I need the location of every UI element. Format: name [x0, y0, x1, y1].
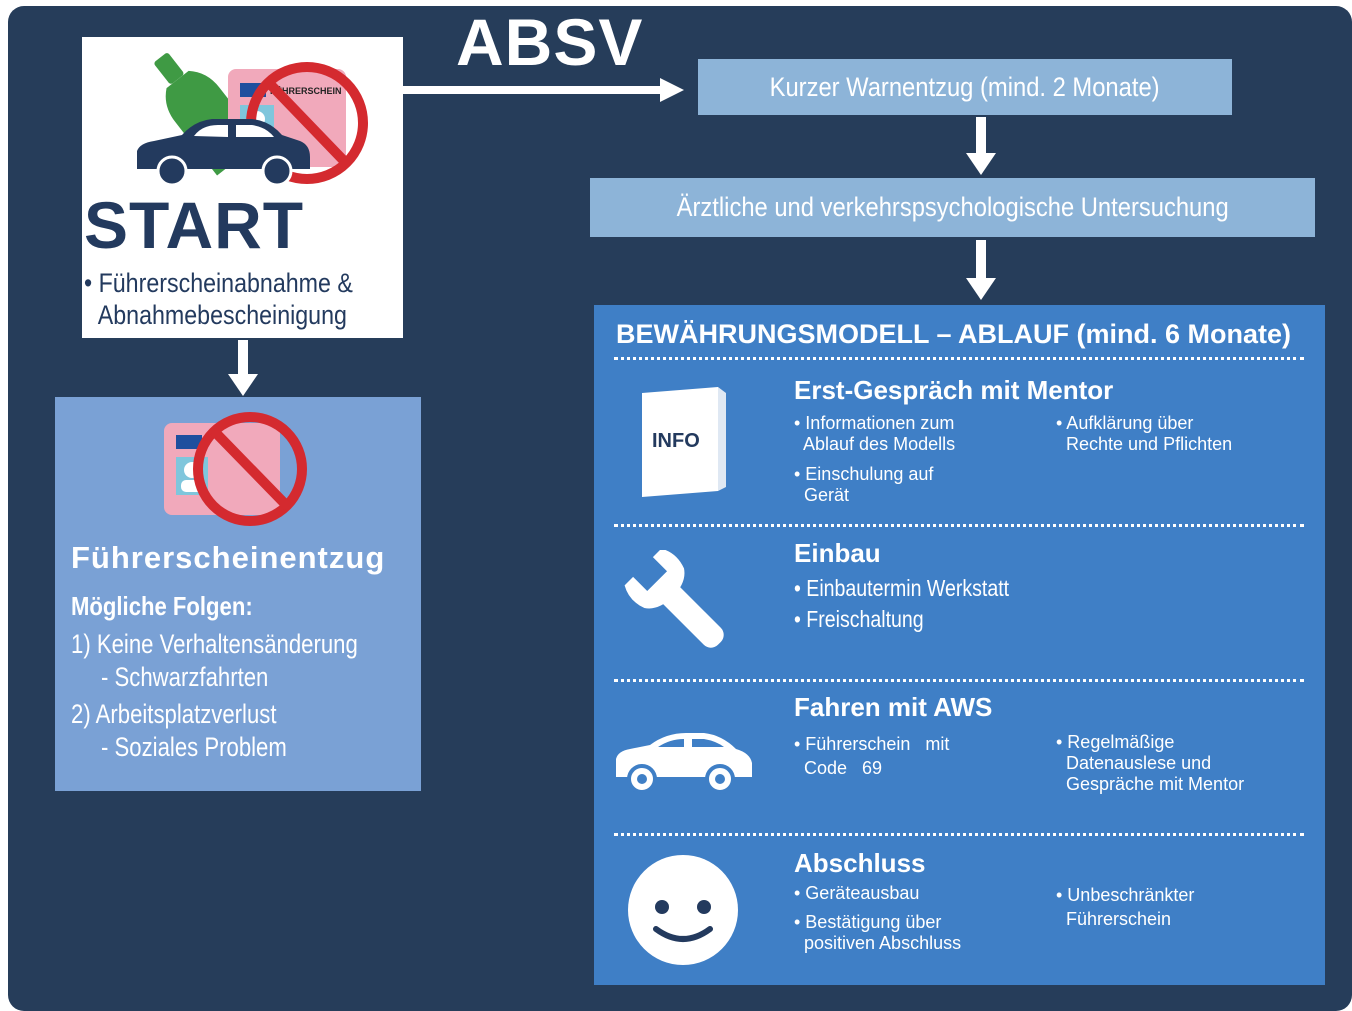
- entzug-box: Führerscheinentzug Mögliche Folgen: 1) K…: [55, 397, 421, 791]
- divider: [614, 679, 1304, 682]
- bullet-unbeschraenkter: • Unbeschränkter Führerschein: [1056, 885, 1195, 929]
- arrow-right: [402, 78, 684, 102]
- diagram-title: ABSV: [456, 5, 644, 79]
- arrow-down-entzug: [228, 340, 258, 396]
- bullet-bestaetigung: • Bestätigung über positiven Abschluss: [794, 912, 962, 953]
- bullet-freischaltung: • Freischaltung: [794, 606, 924, 632]
- entzug-line-3: 2) Arbeitsplatzverlust: [71, 699, 277, 729]
- bullet-informationen: • Informationen zum Ablauf des Modells: [794, 413, 956, 454]
- wrench-icon: [624, 550, 724, 648]
- drunk-driving-icon: FÜHRERSCHEIN: [137, 53, 368, 187]
- info-folder-icon: INFO: [642, 387, 726, 497]
- bullet-fuehrerschein-code: • Führerschein mit Code 69: [794, 734, 950, 778]
- exam-step-label: Ärztliche und verkehrspsychologische Unt…: [676, 192, 1229, 222]
- warn-step-box: Kurzer Warnentzug (mind. 2 Monate): [698, 59, 1232, 115]
- divider: [614, 357, 1304, 360]
- entzug-line-2: - Schwarzfahrten: [101, 662, 269, 692]
- car-icon: [616, 733, 752, 794]
- start-description: • Führerscheinabnahme & Abnahmebescheini…: [84, 267, 353, 331]
- bullet-geraeteausbau: • Geräteausbau: [794, 883, 920, 903]
- arrow-down-1: [966, 117, 996, 175]
- entzug-line-4: - Soziales Problem: [101, 732, 287, 762]
- section-title-einbau: Einbau: [794, 538, 881, 568]
- bullet-einbautermin: • Einbautermin Werkstatt: [794, 575, 1010, 601]
- section-title-fahren: Fahren mit AWS: [794, 692, 993, 722]
- info-icon-text: INFO: [652, 430, 700, 452]
- divider: [614, 833, 1304, 836]
- section-title-abschluss: Abschluss: [794, 848, 926, 878]
- arrow-down-2: [966, 240, 996, 300]
- start-line-2: Abnahmebescheinigung: [97, 300, 347, 330]
- divider: [614, 524, 1304, 527]
- bullet-einschulung: • Einschulung auf Gerät: [794, 464, 934, 505]
- warn-step-label: Kurzer Warnentzug (mind. 2 Monate): [769, 72, 1161, 102]
- car-silhouette-icon: [137, 119, 310, 187]
- model-title: BEWÄHRUNGSMODELL – ABLAUF (mind. 6 Monat…: [616, 319, 1291, 349]
- start-box: FÜHRERSCHEIN START • Führerscheinabnahme…: [82, 37, 403, 338]
- license-card-label: FÜHRERSCHEIN: [270, 86, 342, 96]
- bullet-datenauslese: • Regelmäßige Datenauslese und Gespräche…: [1056, 732, 1245, 794]
- start-title: START: [84, 188, 305, 262]
- entzug-subtitle: Mögliche Folgen:: [71, 591, 253, 621]
- revoked-license-icon: [164, 412, 307, 526]
- entzug-title: Führerscheinentzug: [71, 540, 386, 575]
- section-title-erstgespraech: Erst-Gespräch mit Mentor: [794, 375, 1114, 405]
- exam-step-box: Ärztliche und verkehrspsychologische Unt…: [590, 178, 1315, 237]
- model-box: BEWÄHRUNGSMODELL – ABLAUF (mind. 6 Monat…: [594, 305, 1325, 985]
- entzug-line-1: 1) Keine Verhaltensänderung: [71, 629, 358, 659]
- bullet-aufklaerung: • Aufklärung über Rechte und Pflichten: [1056, 413, 1233, 454]
- start-line-1: • Führerscheinabnahme &: [84, 268, 353, 298]
- smiley-icon: [628, 855, 738, 965]
